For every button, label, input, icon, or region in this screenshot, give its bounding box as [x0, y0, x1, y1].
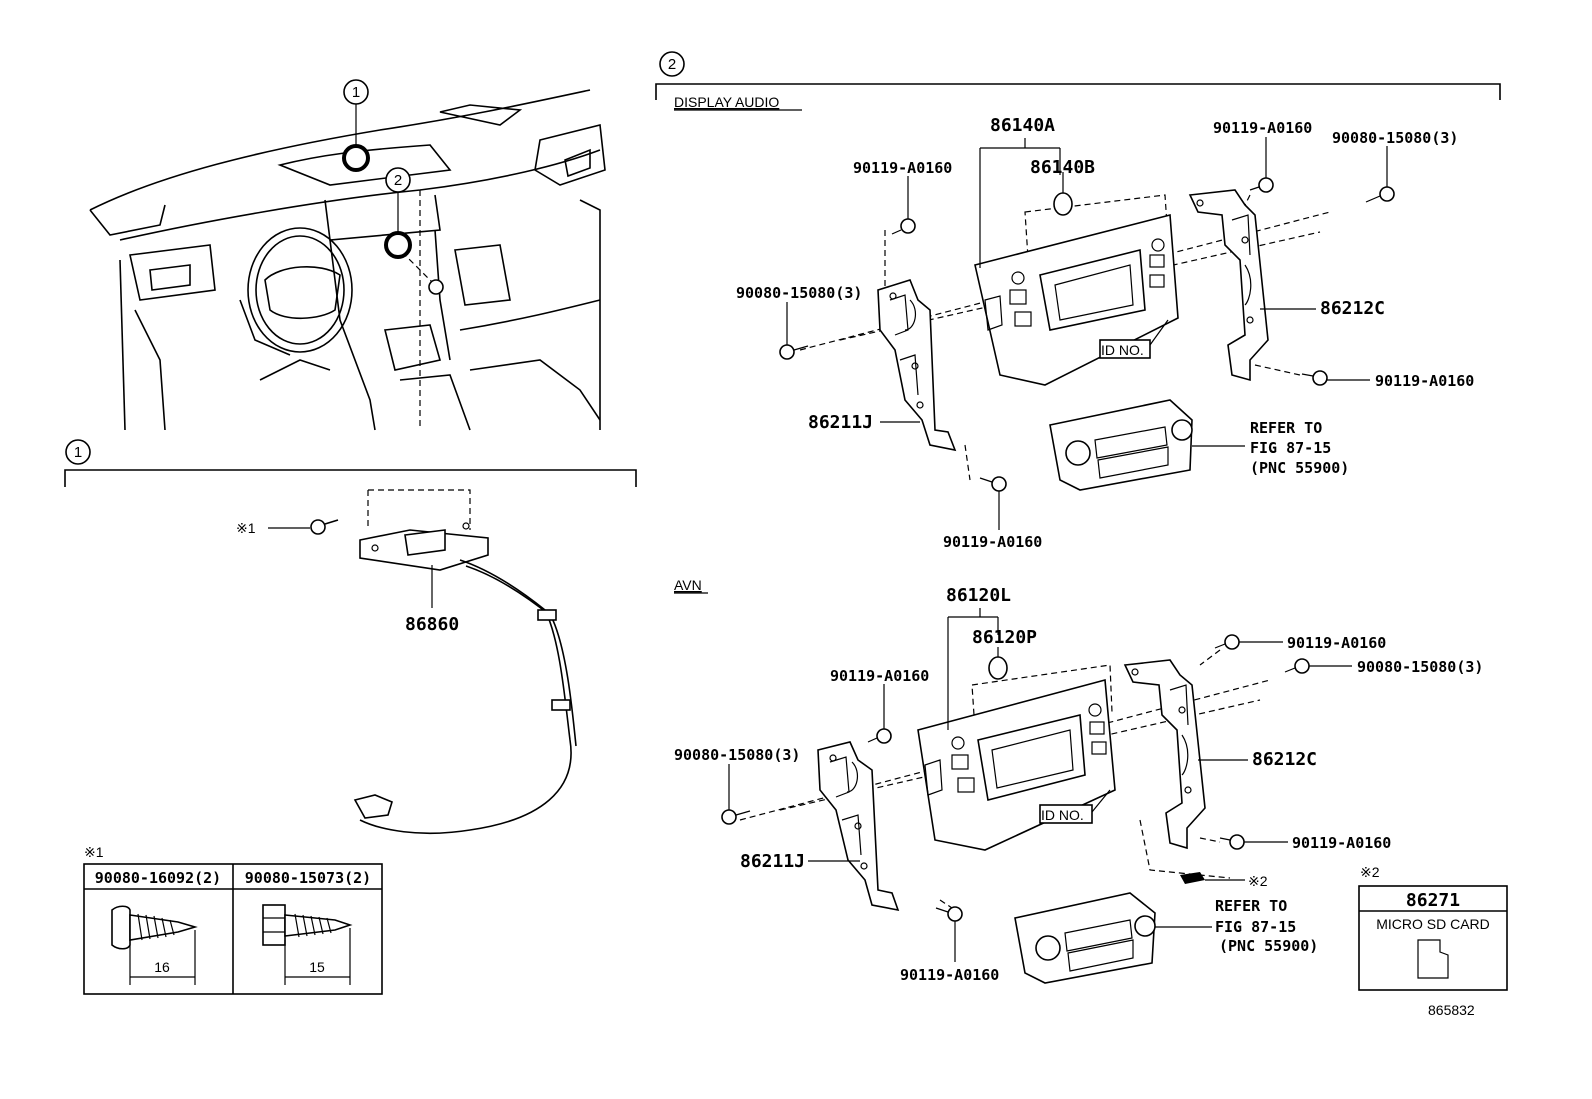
avn-note2-ref: ※2 — [1248, 873, 1268, 889]
avn-bracket-right — [1123, 659, 1206, 850]
avn-bolt-bottom: 90119-A0160 — [900, 966, 999, 984]
display-audio-screen — [1039, 248, 1146, 331]
display-audio-refer-3: (PNC 55900) — [1250, 459, 1349, 477]
part-86140B: 86140B — [1030, 157, 1095, 178]
part-86140A: 86140A — [990, 115, 1055, 136]
avn-id-no: ID NO. — [1041, 807, 1084, 823]
display-audio-bracket-left — [877, 279, 957, 452]
display-audio-refer-2: FIG 87-15 — [1250, 439, 1331, 457]
note-1-col1-header: 90080-16092(2) — [95, 869, 221, 887]
note-1-table: ※1 90080-16092(2) 90080-15073(2) 16 15 — [83, 844, 383, 995]
avn-bracket-left — [817, 741, 900, 912]
note-2-mark: ※2 — [1360, 864, 1380, 880]
avn-bracket-right-label: 86212C — [1252, 749, 1317, 770]
section-2: 2 DISPLAY AUDIO AVN — [655, 51, 1501, 594]
note-1-col2-dim: 15 — [309, 959, 325, 975]
avn-bolt-right-lower: 90119-A0160 — [1292, 834, 1391, 852]
avn-heading: AVN — [674, 577, 702, 593]
avn-climate-unit — [1014, 892, 1156, 984]
note-1-mark: ※1 — [84, 844, 104, 860]
section-2-marker — [659, 51, 685, 77]
note-1-col2-header: 90080-15073(2) — [245, 869, 371, 887]
avn-refer-2: FIG 87-15 — [1215, 918, 1296, 936]
section-2-number: 2 — [668, 56, 676, 73]
display-audio-bolt-top-left: 90119-A0160 — [853, 159, 952, 177]
display-audio-bolt-top-right: 90119-A0160 — [1213, 119, 1312, 137]
callout-1-top — [343, 79, 369, 105]
section-1-marker — [65, 439, 91, 465]
display-audio-id-no: ID NO. — [1101, 342, 1144, 358]
display-audio-heading: DISPLAY AUDIO — [674, 94, 779, 110]
avn-group: 86120P 86120L 86211J 86212C 90119-A0160 … — [674, 585, 1483, 984]
display-audio-bracket-right-label: 86212C — [1320, 298, 1385, 319]
screw-ref-1: ※1 — [236, 520, 256, 536]
part-86120L: 86120L — [946, 585, 1011, 606]
note-1-col1-dim: 16 — [154, 959, 170, 975]
avn-screw-left: 90080-15080(3) — [674, 746, 800, 764]
display-audio-group: 86140B 86140A 86211J 86212C 90119-A0160 … — [736, 115, 1474, 551]
section-1-number: 1 — [74, 444, 82, 461]
figure-number: 865832 — [1428, 1002, 1475, 1018]
note-2-box: ※2 86271 MICRO SD CARD — [1358, 864, 1508, 991]
display-audio-screw-left: 90080-15080(3) — [736, 284, 862, 302]
camera-cable — [359, 559, 572, 835]
micro-sd-card-icon — [1417, 939, 1449, 979]
dashboard-overview: 1 2 — [89, 79, 606, 431]
callout-1-label: 1 — [352, 84, 360, 101]
avn-bracket-left-label: 86211J — [740, 851, 805, 872]
section-1-bracket — [64, 469, 637, 487]
note-2-part: 86271 — [1406, 890, 1460, 911]
avn-refer-1: REFER TO — [1215, 897, 1287, 915]
callout-2-label: 2 — [394, 172, 402, 189]
avn-screw-right: 90080-15080(3) — [1357, 658, 1483, 676]
avn-bolt-top-left: 90119-A0160 — [830, 667, 929, 685]
display-audio-screw-right: 90080-15080(3) — [1332, 129, 1458, 147]
avn-refer-3: (PNC 55900) — [1219, 937, 1318, 955]
display-audio-bolt-right-lower: 90119-A0160 — [1375, 372, 1474, 390]
part-86860: 86860 — [405, 614, 459, 635]
avn-screen — [977, 713, 1086, 801]
avn-bolt-top-right: 90119-A0160 — [1287, 634, 1386, 652]
section-2-bracket — [655, 83, 1501, 100]
note-2-desc: MICRO SD CARD — [1376, 916, 1490, 932]
section-1: 1 ※1 86860 — [64, 439, 637, 835]
display-audio-bracket-right — [1188, 189, 1269, 382]
display-audio-bolt-bottom: 90119-A0160 — [943, 533, 1042, 551]
part-86120P: 86120P — [972, 627, 1037, 648]
display-audio-refer-1: REFER TO — [1250, 419, 1322, 437]
cable-connector — [353, 794, 393, 819]
display-audio-bracket-left-label: 86211J — [808, 412, 873, 433]
callout-2-top — [385, 167, 411, 193]
